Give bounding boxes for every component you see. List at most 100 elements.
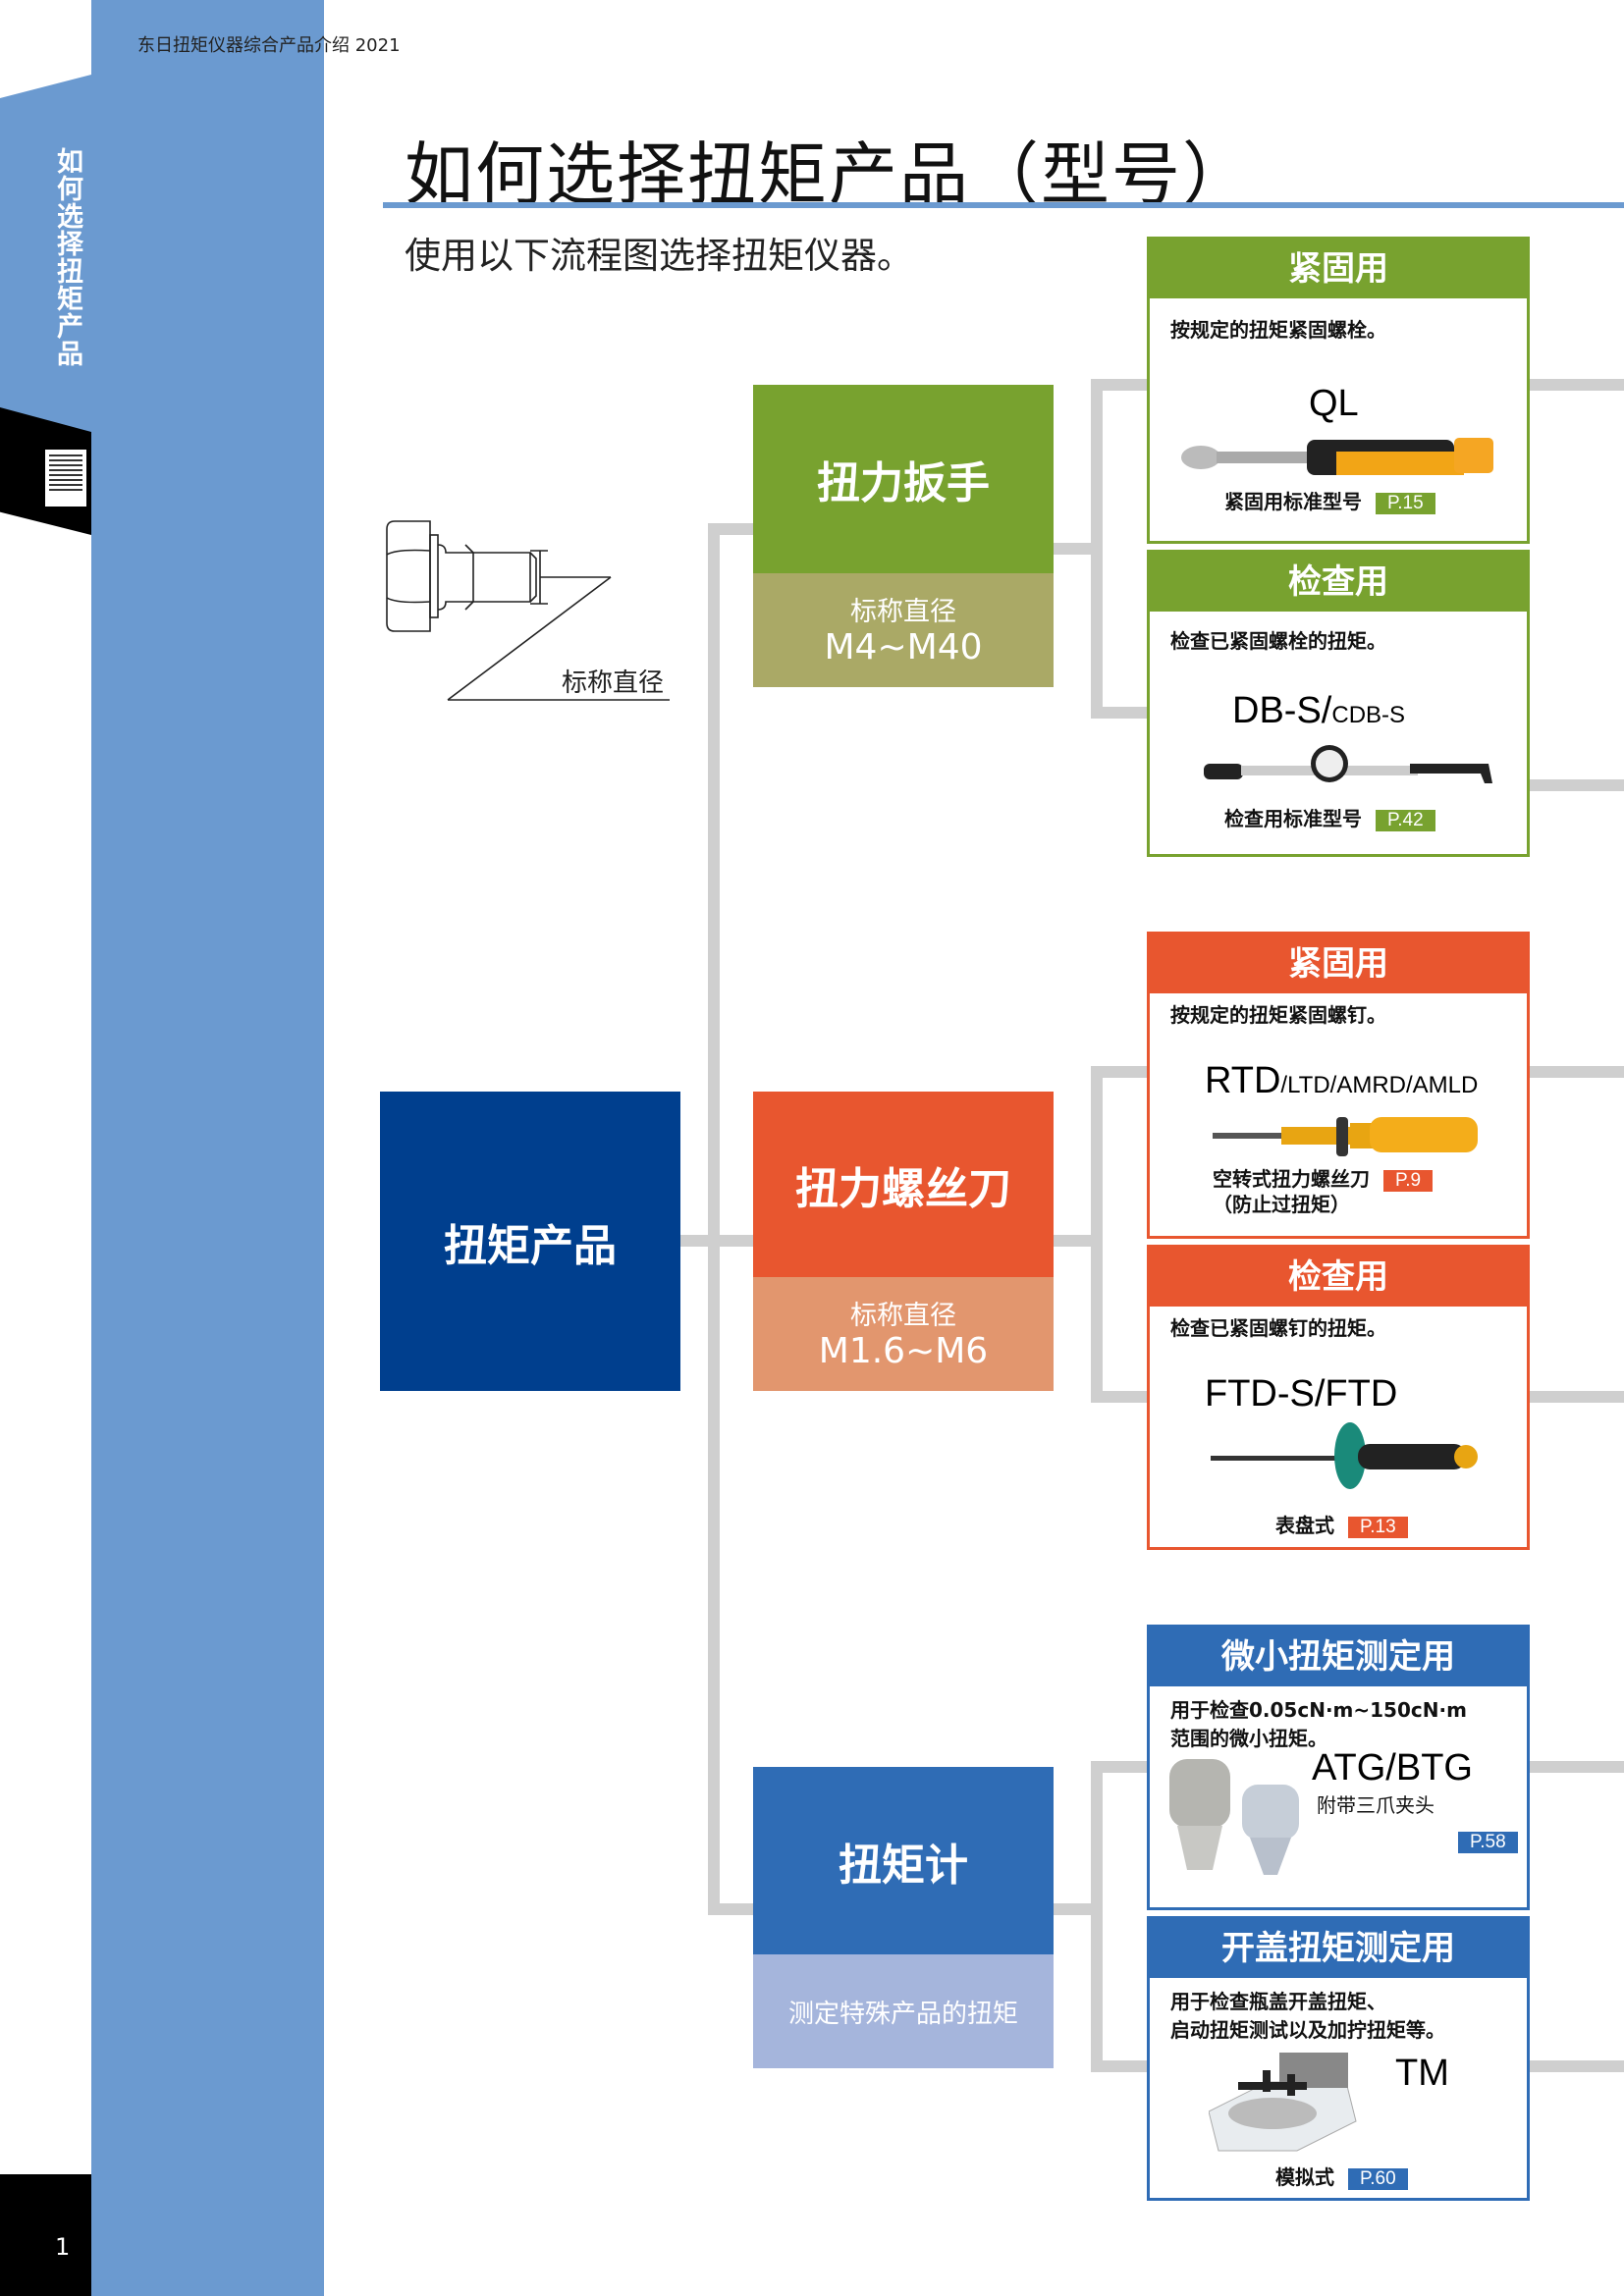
model-name: DB-S/CDB-S: [1232, 690, 1405, 732]
product-card-atg[interactable]: 微小扭矩测定用 用于检查0.05cN·m~150cN·m 范围的微小扭矩。 ATG…: [1147, 1625, 1530, 1910]
card-title: 检查用: [1150, 553, 1527, 612]
model-name: QL: [1309, 383, 1359, 424]
product-card-ql[interactable]: 紧固用 按规定的扭矩紧固螺栓。 QL 紧固用标准型号 P.15: [1147, 237, 1530, 544]
card-caption: 空转式扭力螺丝刀 P.9 （防止过扭矩）: [1213, 1166, 1434, 1217]
page-link-badge[interactable]: P.15: [1376, 493, 1435, 514]
torque-wrench-image: [1181, 438, 1493, 475]
cap-torque-tester-image: [1209, 2053, 1357, 2152]
spec-label: 测定特殊产品的扭矩: [787, 1999, 1018, 2029]
card-title: 开盖扭矩测定用: [1150, 1919, 1527, 1978]
card-description: 检查已紧固螺栓的扭矩。: [1170, 629, 1386, 653]
page-link-badge[interactable]: P.9: [1383, 1170, 1434, 1192]
caption-text: 紧固用标准型号: [1224, 490, 1362, 513]
connector: [1054, 1235, 1103, 1247]
running-header: 东日扭矩仪器综合产品介绍 2021: [137, 35, 401, 56]
screwdriver-image: [1213, 1117, 1478, 1156]
connector: [708, 1903, 753, 1915]
connector: [1091, 1066, 1147, 1078]
model-main: RTD: [1205, 1060, 1281, 1101]
card-caption: 表盘式 P.13: [1275, 1513, 1408, 1538]
product-card-ftd[interactable]: 检查用 检查已紧固螺钉的扭矩。 FTD-S/FTD 表盘式 P.13: [1147, 1245, 1530, 1550]
card-description: 按规定的扭矩紧固螺钉。: [1170, 1003, 1386, 1027]
spec-value: M4~M40: [824, 627, 983, 667]
card-caption: 检查用标准型号 P.42: [1224, 806, 1435, 831]
chapter-tab: [0, 75, 91, 471]
connector: [708, 523, 753, 535]
caption-text: 检查用标准型号: [1224, 807, 1362, 830]
sidebar-band: [91, 0, 324, 2296]
caption-text: 模拟式: [1275, 2165, 1334, 2189]
caption-text: 表盘式: [1275, 1514, 1334, 1537]
card-title: 微小扭矩测定用: [1150, 1628, 1527, 1686]
card-title: 紧固用: [1150, 934, 1527, 993]
page-link-badge[interactable]: P.13: [1348, 1517, 1408, 1538]
page-title: 如何选择扭矩产品（型号）: [405, 134, 1253, 215]
connector: [1530, 379, 1624, 391]
root-label: 扭矩产品: [444, 1220, 617, 1271]
root-node-torque-products: 扭矩产品: [380, 1092, 680, 1391]
dial-screwdriver-image: [1211, 1422, 1478, 1489]
product-card-rtd[interactable]: 紧固用 按规定的扭矩紧固螺钉。 RTD/LTD/AMRD/AMLD 空转式扭力螺…: [1147, 932, 1530, 1239]
document-icon: [45, 450, 86, 507]
category-label: 扭力扳手: [817, 458, 990, 508]
connector: [1054, 543, 1103, 555]
connector-root: [680, 1235, 753, 1247]
page-link-badge[interactable]: P.58: [1458, 1832, 1518, 1853]
model-name: FTD-S/FTD: [1205, 1373, 1398, 1415]
card-description: 检查已紧固螺钉的扭矩。: [1170, 1316, 1386, 1340]
card-description: 按规定的扭矩紧固螺栓。: [1170, 318, 1386, 342]
product-card-db-s[interactable]: 检查用 检查已紧固螺栓的扭矩。 DB-S/CDB-S 检查用标准型号 P.42: [1147, 550, 1530, 857]
card-caption: 紧固用标准型号 P.15: [1224, 489, 1435, 514]
page-link-badge[interactable]: P.60: [1348, 2168, 1408, 2190]
page-number: 1: [0, 2174, 91, 2296]
model-suffix: /LTD/AMRD/AMLD: [1280, 1072, 1479, 1098]
desc-line: 用于检查瓶盖开盖扭矩、: [1170, 1990, 1386, 2013]
chapter-tab-label: 如何选择扭矩产品: [52, 147, 82, 367]
category-torque-gauge: 扭矩计: [753, 1767, 1054, 1954]
caption-note: （防止过扭矩）: [1213, 1193, 1350, 1216]
connector: [1091, 707, 1147, 719]
model-name: RTD/LTD/AMRD/AMLD: [1205, 1060, 1478, 1102]
product-card-tm[interactable]: 开盖扭矩测定用 用于检查瓶盖开盖扭矩、启动扭矩测试以及加拧扭矩等。 TM 模拟式…: [1147, 1916, 1530, 2201]
title-underline: [383, 202, 1624, 208]
torque-gauge-image: [1169, 1759, 1299, 1875]
desc-line: 范围的微小扭矩。: [1170, 1727, 1327, 1750]
connector: [1091, 1761, 1103, 2072]
model-name: ATG/BTG: [1312, 1747, 1473, 1789]
connector: [1530, 2060, 1624, 2072]
page-link-badge[interactable]: P.42: [1376, 810, 1435, 831]
connector: [1091, 1761, 1147, 1773]
connector: [1091, 1066, 1103, 1403]
category-torque-screwdriver: 扭力螺丝刀: [753, 1092, 1054, 1277]
connector: [1530, 779, 1624, 791]
model-main: DB-S/: [1232, 690, 1332, 731]
spec-value: M1.6~M6: [818, 1331, 989, 1371]
model-suffix: CDB-S: [1331, 702, 1406, 728]
spec-label: 标称直径: [850, 1301, 956, 1331]
connector: [1091, 379, 1147, 391]
category-label: 扭力螺丝刀: [795, 1163, 1011, 1214]
connector: [1091, 1391, 1147, 1403]
connector: [1091, 2060, 1147, 2072]
spec-label: 标称直径: [850, 597, 956, 627]
category-spec: 测定特殊产品的扭矩: [753, 1954, 1054, 2068]
bolt-diameter-label: 标称直径: [562, 668, 665, 698]
connector: [1054, 1903, 1103, 1915]
connector: [1530, 1391, 1624, 1403]
card-description: 用于检查0.05cN·m~150cN·m 范围的微小扭矩。: [1170, 1696, 1467, 1753]
category-torque-wrench: 扭力扳手: [753, 385, 1054, 573]
bolt-diagram: [386, 520, 670, 701]
desc-line: 启动扭矩测试以及加拧扭矩等。: [1170, 2018, 1445, 2042]
dial-wrench-image: [1204, 745, 1492, 783]
card-title: 检查用: [1150, 1248, 1527, 1307]
category-label: 扭矩计: [839, 1840, 968, 1891]
card-description: 用于检查瓶盖开盖扭矩、启动扭矩测试以及加拧扭矩等。: [1170, 1988, 1445, 2045]
card-caption: 附带三爪夹头: [1317, 1793, 1435, 1817]
connector-trunk: [708, 523, 720, 1915]
connector: [1530, 1066, 1624, 1078]
card-title: 紧固用: [1150, 240, 1527, 298]
desc-line: 用于检查0.05cN·m~150cN·m: [1170, 1698, 1467, 1722]
caption-text: 空转式扭力螺丝刀: [1213, 1167, 1370, 1191]
connector: [1091, 379, 1103, 719]
